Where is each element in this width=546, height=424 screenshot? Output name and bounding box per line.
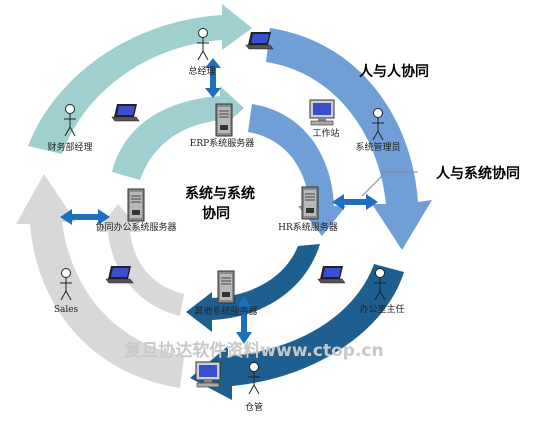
workstation-label: 工作站 [312,127,339,139]
hr-server-label: HR系统服务器 [278,221,338,233]
inner-ring-navy-arrow [186,244,320,332]
hr-server-icon [301,186,319,220]
outer-ring-teal-arrow [28,4,252,154]
inner-ring-teal-arrow [112,86,244,180]
warehouse-label: 仓管 [245,401,263,413]
finance-manager-label: 财务部经理 [47,141,92,153]
general-manager-label: 总经理 [188,65,215,77]
callout-line [361,171,418,197]
outer-ring-blue-arrow [266,28,432,250]
laptop-icon [105,265,134,284]
oa-server-label: 协同办公系统服务器 [95,221,176,233]
connector-finance-oa [60,209,110,225]
outer-ring-navy-arrow [190,264,404,400]
watermark-text: 复旦协达软件资料www.ctop.cn [123,340,383,361]
erp-server-label: ERP系统服务器 [190,137,254,149]
inner-ring-blue-arrow [248,104,346,236]
people-collab-label: 人与人协同 [359,63,429,80]
erp-server-icon [215,103,233,137]
other-server-label: 其他系统服务器 [194,305,257,317]
system-system-collab-label-line1: 系统与系统 [185,185,255,202]
laptop-icon [245,31,274,50]
monitor-icon [195,361,221,388]
laptop-icon [317,265,346,284]
people-system-collab-label: 人与系统协同 [436,165,520,182]
sysadmin-label: 系统管理员 [355,141,400,153]
other-server-icon [217,270,235,304]
workstation-monitor-icon [309,99,335,126]
oa-server-icon [127,188,145,222]
sales-label: Sales [54,305,79,315]
connector-hr-sysadmin [332,194,378,210]
laptop-icon [111,103,140,122]
connector-other-warehouse [236,296,252,344]
connector-gm-erp [205,58,221,98]
general-manager-person-icon [196,28,210,61]
system-system-collab-label-line2: 协同 [202,205,230,222]
outer-ring-gray-arrow [16,174,184,388]
inner-ring-gray-arrow [96,204,184,316]
office-director-label: 办公室主任 [359,303,404,315]
